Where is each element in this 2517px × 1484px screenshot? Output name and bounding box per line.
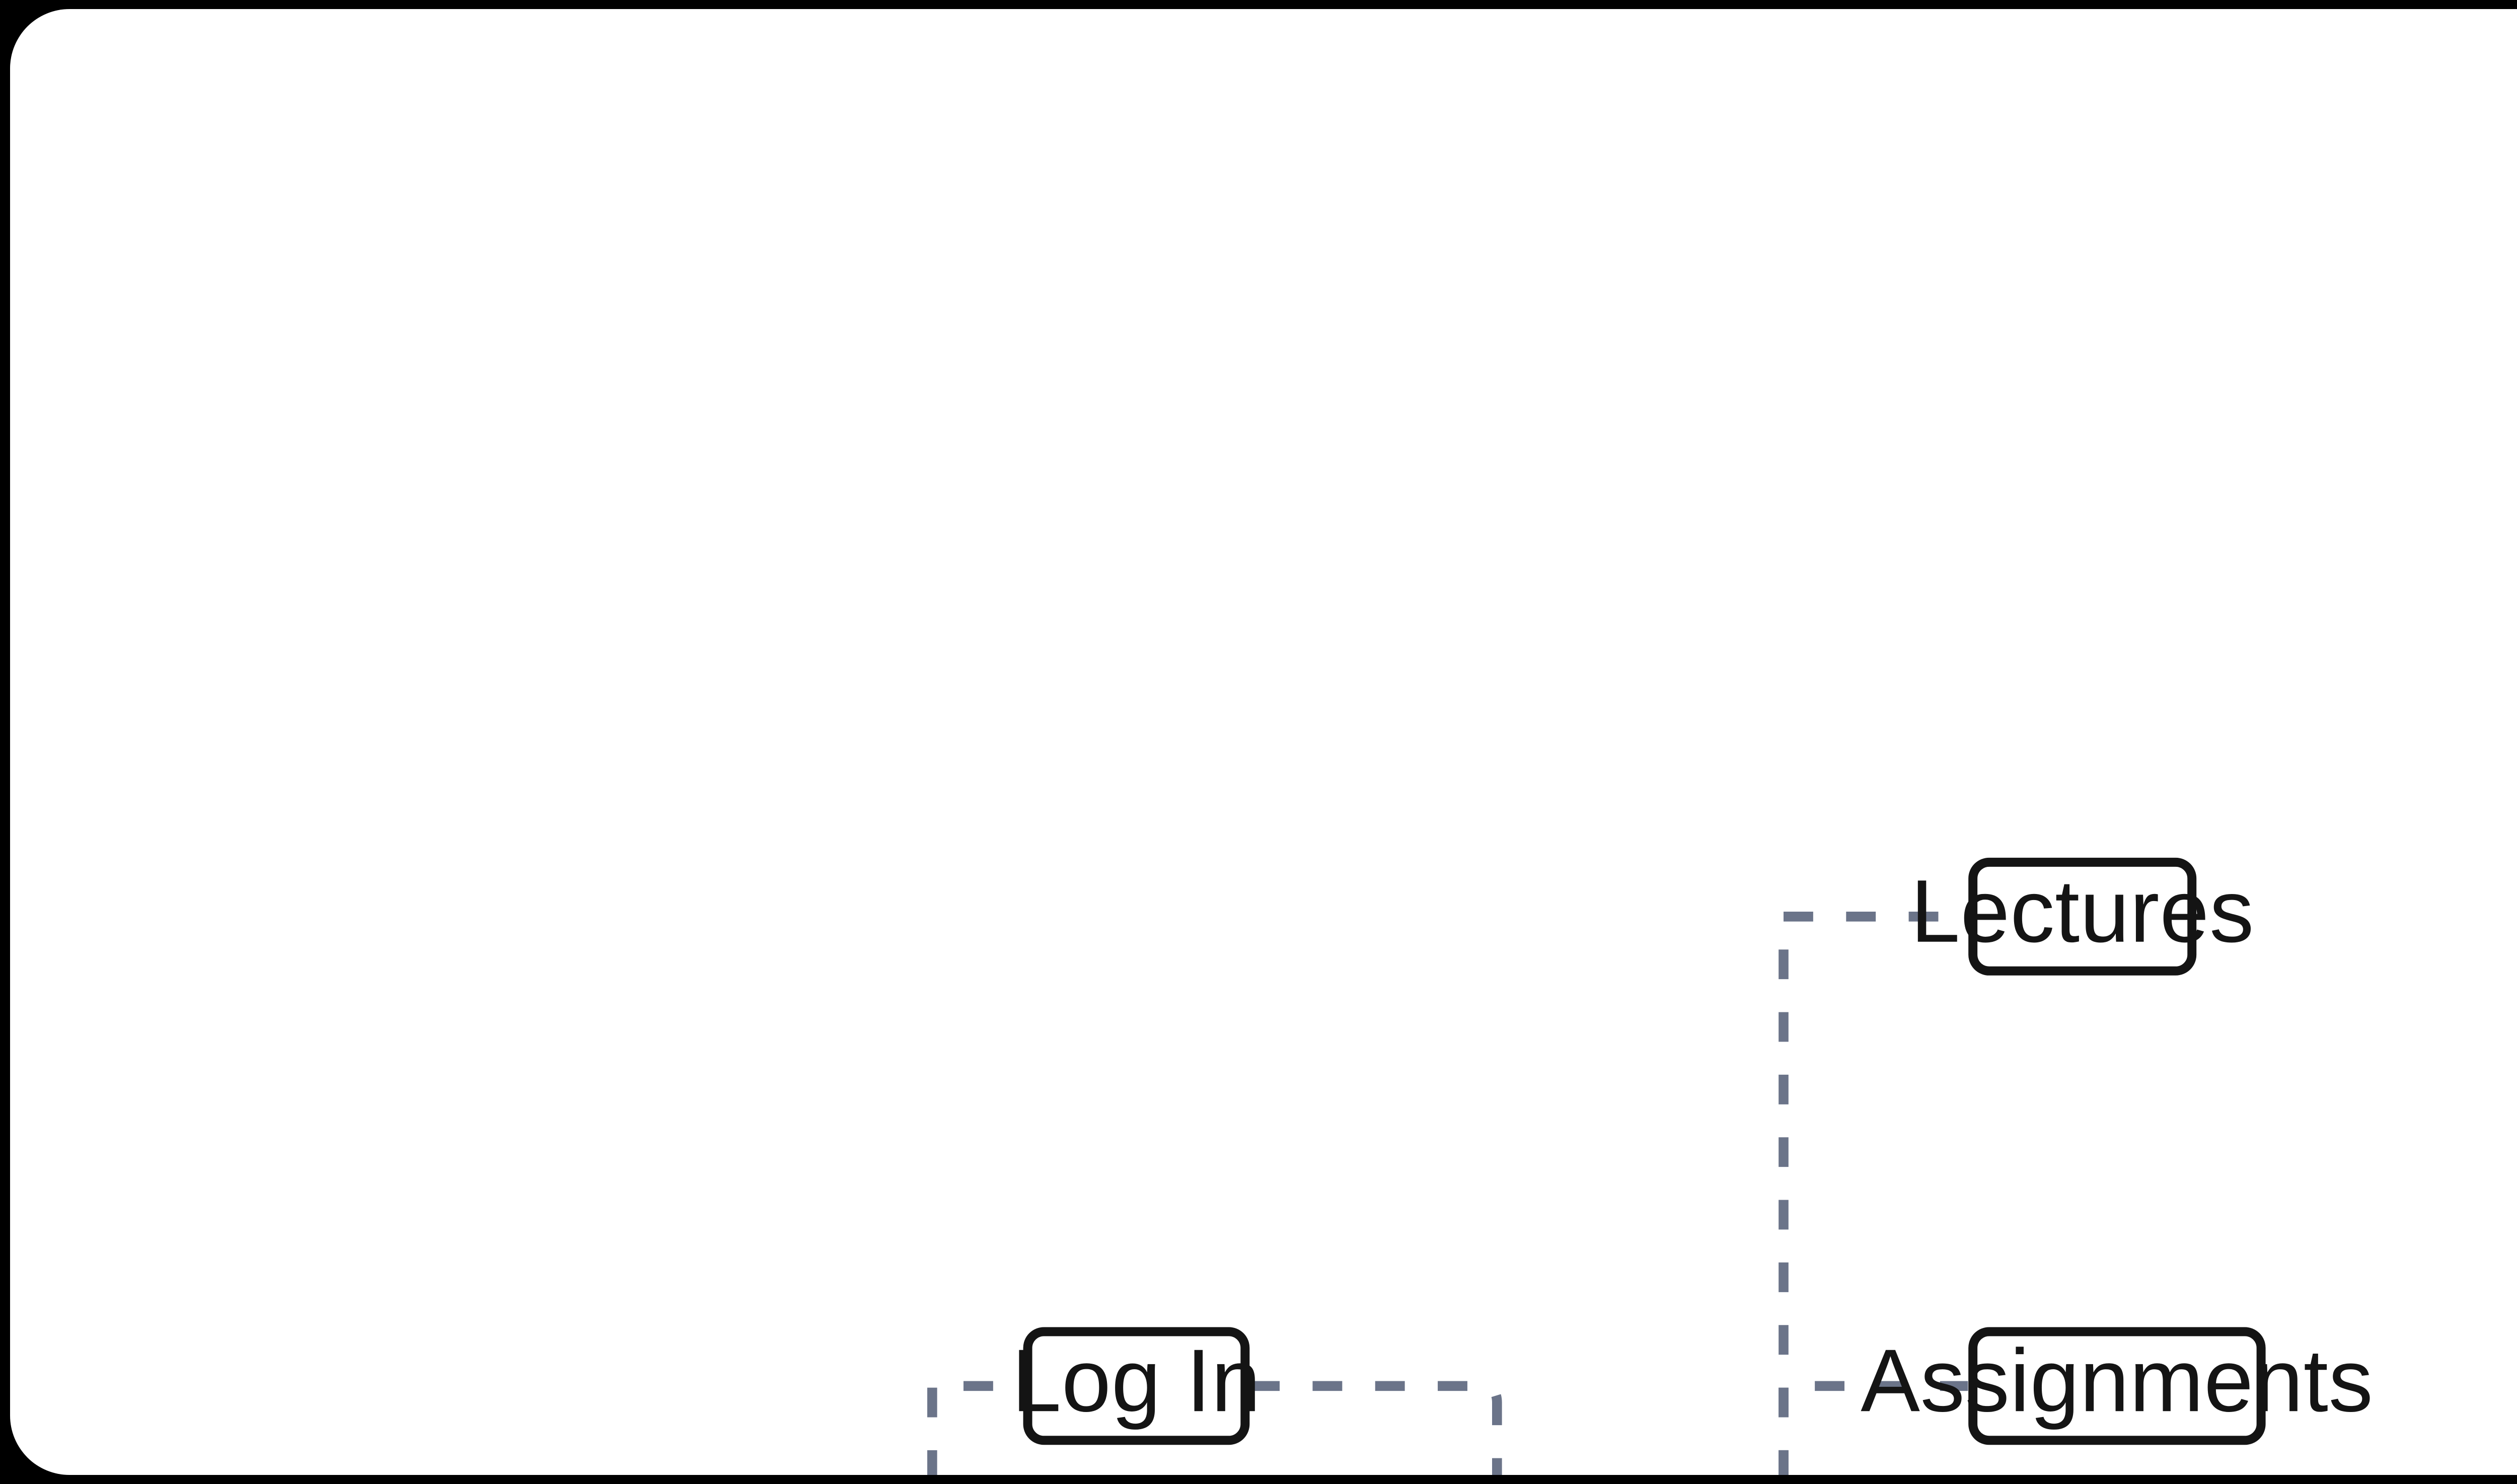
edge-login-to-homepage: [1250, 1381, 1502, 1475]
node-box-assignments[interactable]: [1968, 1327, 2266, 1445]
nodes-layer: Splash ScreenWelcome ScreenLog InSign Up…: [1012, 857, 2373, 1445]
node-box-lectures[interactable]: [1968, 857, 2197, 976]
node-label-lectures: Lectures: [1910, 862, 2254, 961]
diagram-canvas[interactable]: Splash ScreenWelcome ScreenLog InSign Up…: [10, 9, 2517, 1475]
edge-welcome-to-login: [927, 1381, 1023, 1475]
flowchart-svg: Splash ScreenWelcome ScreenLog InSign Up…: [927, 857, 2373, 1475]
node-label-assignments: Assignments: [1861, 1331, 2373, 1430]
node-label-login: Log In: [1012, 1331, 1261, 1430]
flow-node-login[interactable]: Log In: [1012, 1327, 1261, 1445]
flow-node-assignments[interactable]: Assignments: [1861, 1327, 2373, 1445]
flow-node-lectures[interactable]: Lectures: [1910, 857, 2254, 976]
node-box-login[interactable]: [1023, 1327, 1250, 1445]
